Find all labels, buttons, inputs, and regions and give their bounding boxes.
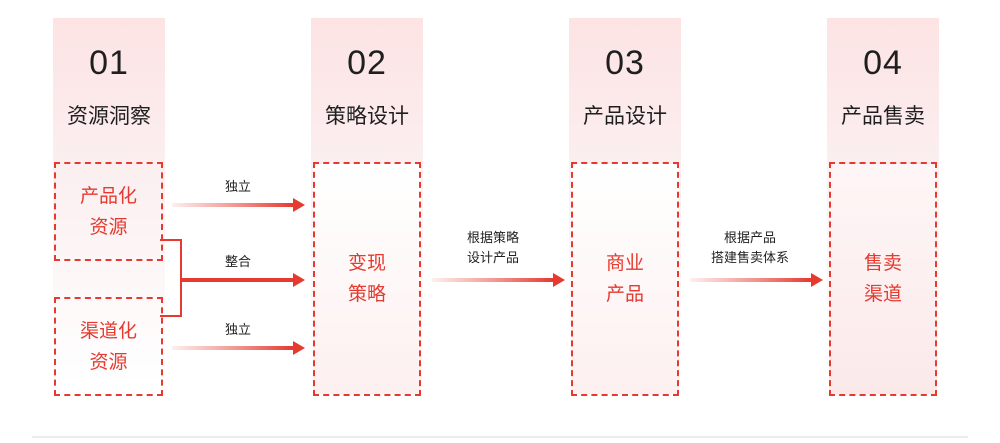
stage-title: 产品设计	[583, 104, 667, 128]
productized-resource-label: 产品化 资源	[79, 184, 137, 238]
productized-resource-box: 产品化 资源	[54, 162, 163, 261]
arrow-independent-top	[172, 203, 293, 207]
arrowhead-design-by-strategy	[553, 273, 565, 287]
stage-column-1: 01 资源洞察	[53, 18, 165, 418]
stage-number: 01	[89, 44, 129, 82]
footer-divider	[32, 436, 968, 438]
stage-number: 03	[605, 44, 645, 82]
arrow-independent-bottom	[172, 346, 293, 350]
sales-channel-box: 售卖 渠道	[829, 162, 937, 396]
arrowhead-build-sales-system	[811, 273, 823, 287]
label-independent-bottom: 独立	[224, 323, 251, 338]
channelized-resource-label: 渠道化 资源	[79, 319, 137, 373]
arrowhead-independent-bottom	[293, 341, 305, 355]
channelized-resource-box: 渠道化 资源	[54, 297, 163, 396]
stage-number: 02	[347, 44, 387, 82]
stage-title: 策略设计	[325, 104, 409, 128]
label-independent-top: 独立	[224, 180, 251, 195]
monetization-strategy-box: 变现 策略	[313, 162, 421, 396]
stage-number: 04	[863, 44, 903, 82]
label-build-sales-system: 根据产品 搭建售卖体系	[710, 231, 789, 266]
label-design-by-strategy: 根据策略 设计产品	[466, 231, 519, 266]
arrowhead-independent-top	[293, 198, 305, 212]
arrow-design-by-strategy	[432, 278, 553, 282]
sales-channel-label: 售卖 渠道	[863, 252, 902, 305]
arrow-build-sales-system	[690, 278, 811, 282]
arrow-integrate	[181, 278, 293, 282]
commercial-product-label: 商业 产品	[605, 252, 644, 305]
monetization-strategy-label: 变现 策略	[347, 252, 386, 305]
stage-title: 产品售卖	[841, 104, 925, 128]
label-integrate: 整合	[224, 255, 251, 270]
arrowhead-integrate	[293, 273, 305, 287]
merge-bracket	[160, 239, 182, 317]
stage-title: 资源洞察	[67, 104, 151, 128]
commercial-product-box: 商业 产品	[571, 162, 679, 396]
